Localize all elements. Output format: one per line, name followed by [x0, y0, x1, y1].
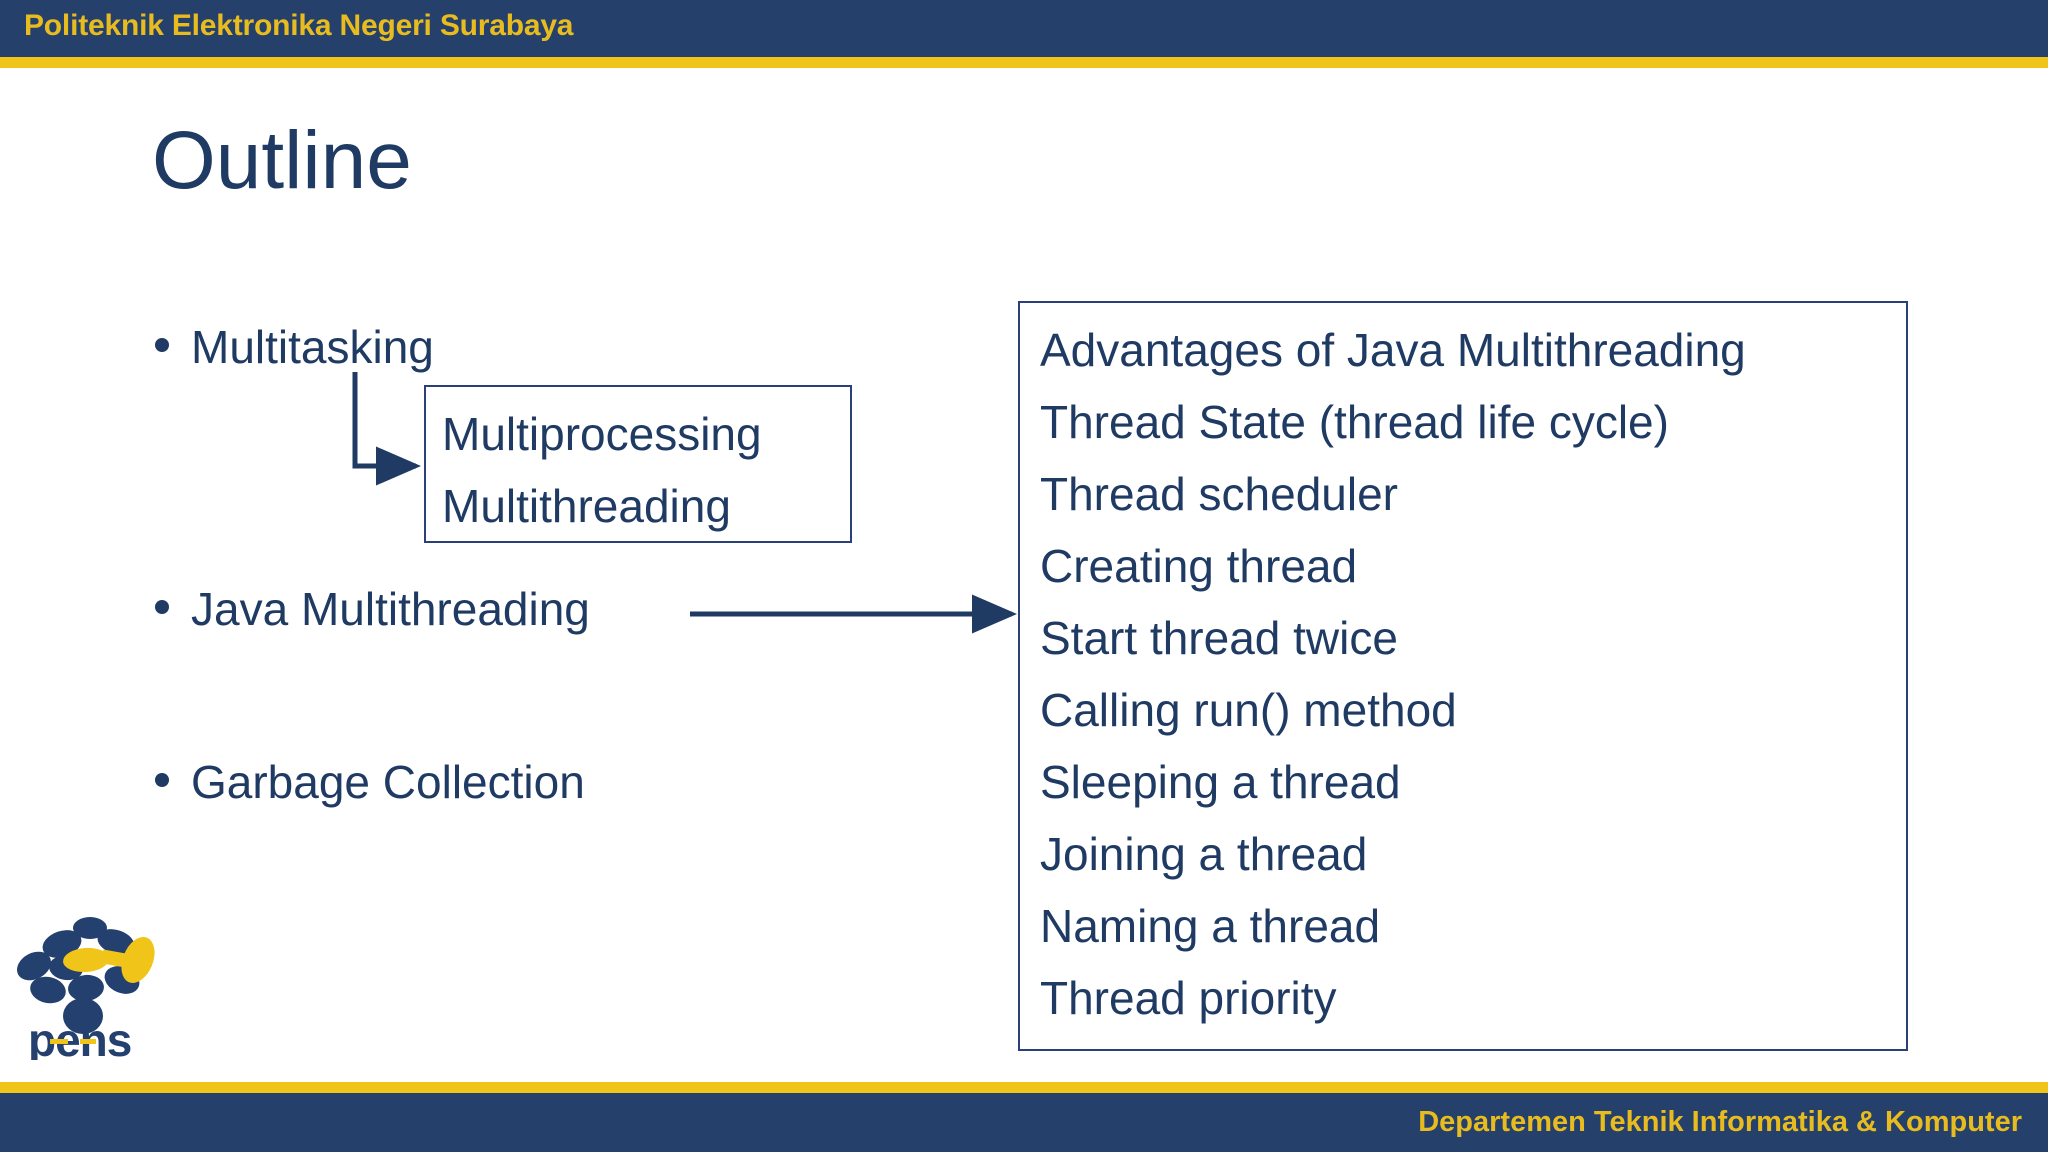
pens-logo-wordmark: pens — [28, 1014, 132, 1060]
outline-bullet-label: Garbage Collection — [191, 756, 585, 808]
outline-bullet-label: Multitasking — [191, 321, 434, 373]
footer-bar — [0, 1093, 2048, 1152]
outline-bullet-java-multithreading: Java Multithreading — [155, 582, 590, 636]
pens-logo-gold-accent — [63, 937, 155, 983]
list-item: Creating thread — [1040, 540, 1358, 592]
outline-bullet-multitasking: Multitasking — [155, 320, 434, 374]
multitasking-subtypes-list: Multiprocessing Multithreading — [442, 398, 842, 542]
java-multithreading-topics-box — [1018, 301, 1908, 1051]
svg-text:pens: pens — [28, 1014, 131, 1060]
list-item: Joining a thread — [1040, 828, 1368, 880]
header-gold-stripe — [0, 57, 2048, 68]
outline-bullet-garbage-collection: Garbage Collection — [155, 755, 585, 809]
footer-gold-stripe — [0, 1082, 2048, 1093]
list-item: Thread State (thread life cycle) — [1040, 396, 1669, 448]
page-title: Outline — [152, 115, 412, 206]
bullet-dot-icon — [155, 773, 169, 787]
list-item: Multithreading — [442, 480, 731, 532]
list-item: Naming a thread — [1040, 900, 1381, 952]
list-item: Calling run() method — [1040, 684, 1457, 736]
outline-bullet-label: Java Multithreading — [191, 583, 590, 635]
header-bar — [0, 0, 2048, 57]
list-item: Thread priority — [1040, 972, 1337, 1024]
pens-logo: pens — [16, 917, 155, 1060]
multitasking-to-subtypes-arrow — [352, 372, 421, 486]
header-institution-title: Politeknik Elektronika Negeri Surabaya — [24, 9, 574, 42]
bullet-dot-icon — [155, 338, 169, 352]
footer-department-title: Departemen Teknik Informatika & Komputer — [1418, 1106, 2022, 1138]
list-item: Thread scheduler — [1040, 468, 1398, 520]
pens-logo-navy-cluster — [16, 917, 140, 1034]
multitasking-subtypes-box — [424, 385, 852, 543]
list-item: Sleeping a thread — [1040, 756, 1401, 808]
java-multithreading-topics-list: Advantages of Java Multithreading Thread… — [1040, 314, 1900, 1034]
bullet-dot-icon — [155, 600, 169, 614]
header-white-edge — [0, 68, 2048, 71]
list-item: Advantages of Java Multithreading — [1040, 324, 1746, 376]
list-item: Start thread twice — [1040, 612, 1398, 664]
list-item: Multiprocessing — [442, 408, 762, 460]
